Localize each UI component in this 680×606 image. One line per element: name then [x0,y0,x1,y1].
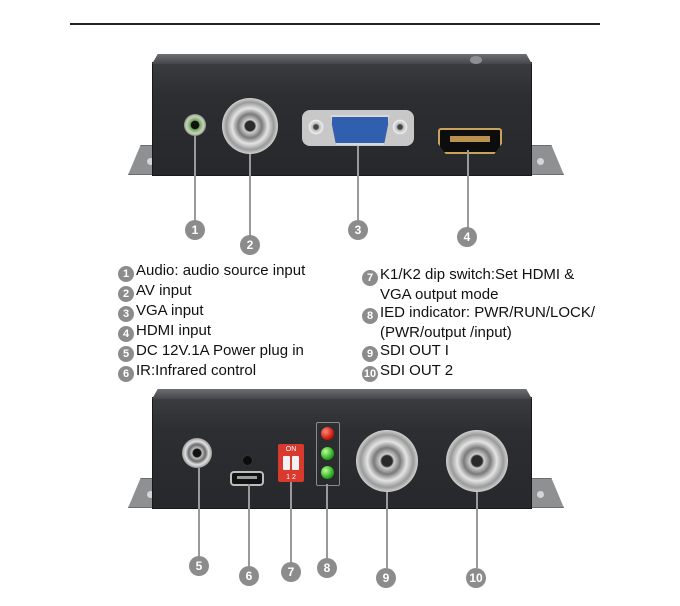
dip-numbers: 1 2 [286,474,296,481]
hdmi-input-port [438,128,502,154]
audio-input-jack [184,114,206,136]
callout-badge-1: 1 [185,220,205,240]
led-indicator-panel [316,422,340,486]
callout-badge-2: 2 [240,235,260,255]
callout-badge-4: 4 [457,227,477,247]
av-input-bnc-connector [222,98,278,154]
callout-badge-3: 3 [348,220,368,240]
callout-badge-6: 6 [239,566,259,586]
led-lock [321,466,334,479]
callout-badge-7: 7 [281,562,301,582]
callout-badge-5: 5 [189,556,209,576]
micro-usb-port [230,471,264,486]
sdi-out-2-bnc-connector [446,430,508,492]
vga-input-port [302,110,414,146]
dip-on-label: ON [285,446,297,453]
callout-badge-8: 8 [317,558,337,578]
led-pwr [321,427,334,440]
dip-switch: ON 1 2 [278,444,304,482]
ir-sensor [242,455,253,466]
legend-item-continuation: (PWR/output /input) [380,324,512,341]
callout-badge-10: 10 [466,568,486,588]
sdi-out-1-bnc-connector [356,430,418,492]
legend-item-continuation: VGA output mode [380,286,499,303]
top-screw [470,56,482,64]
led-run [321,447,334,460]
dc-power-jack [182,438,212,468]
callout-badge-9: 9 [376,568,396,588]
top-divider-line [70,23,600,25]
